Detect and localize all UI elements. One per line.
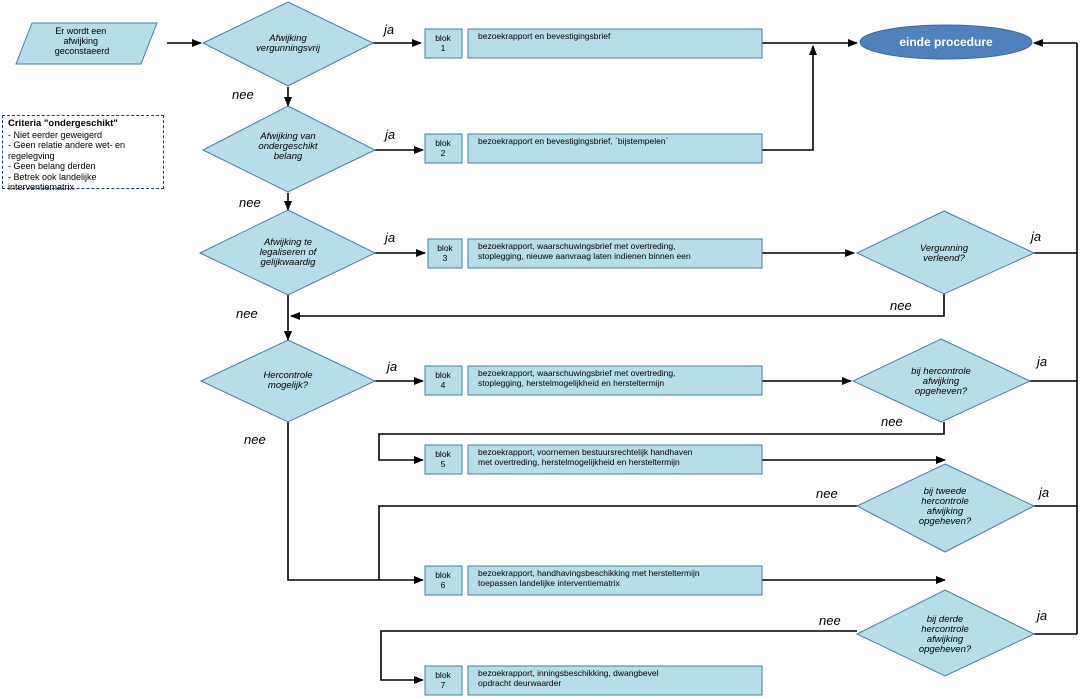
label-ja-v3: ja: [1037, 485, 1049, 500]
criteria-item: - Betrek ook landelijke: [8, 171, 97, 182]
label-ja-v4: ja: [1035, 608, 1047, 623]
label-nee-d2: nee: [239, 195, 261, 210]
branch-labels: ja ja ja ja ja ja ja ja nee nee nee nee …: [232, 22, 1049, 628]
label-ja-d1: ja: [382, 22, 394, 37]
label-nee-d1: nee: [232, 87, 254, 102]
criteria-item: - Geen belang derden: [8, 161, 96, 171]
svg-text:bezoekrapport, waarschuwingsb: bezoekrapport, waarschuwingsbrief met ov…: [478, 368, 676, 388]
svg-text:bezoekrapport, waarschuwingsb: bezoekrapport, waarschuwingsbrief met ov…: [478, 241, 691, 261]
connectors: [167, 39, 1078, 684]
svg-text:bezoekrapport en bevestigings: bezoekrapport en bevestigingsbrief, `bij…: [478, 136, 669, 146]
criteria-title: Criteria "ondergeschikt": [8, 118, 118, 129]
label-ja-d3: ja: [383, 230, 395, 245]
label-nee-d4: nee: [244, 432, 266, 447]
label-nee-v2: nee: [881, 414, 903, 429]
criteria-item: - Niet eerder geweigerd: [8, 129, 103, 140]
end-text: einde procedure: [899, 35, 993, 49]
start-text: Er wordt een afwijking geconstaeerd: [55, 26, 110, 56]
criteria-item: regelegving: [8, 150, 55, 161]
label-ja-d4: ja: [385, 359, 397, 374]
label-ja-v1: ja: [1029, 229, 1041, 244]
arrow-v2-nee: [378, 422, 945, 464]
arrow-v1-nee: [290, 294, 945, 320]
label-ja-d2: ja: [383, 127, 395, 142]
criteria-item: - Geen relatie andere wet- en: [8, 140, 126, 150]
svg-text:bezoekrapport, handhavingsbes: bezoekrapport, handhavingsbeschikking me…: [478, 568, 700, 588]
criteria-item: interventiematrix: [8, 182, 75, 192]
arrow-d4-nee: [287, 422, 424, 584]
label-nee-d3: nee: [236, 306, 258, 321]
arrow-blok2-end: [762, 45, 817, 151]
label-nee-v3: nee: [816, 486, 838, 501]
svg-text:bezoekrapport, voornemen best: bezoekrapport, voornemen bestuursrechtel…: [478, 447, 693, 467]
svg-text:bezoekrapport, inningsbeschik: bezoekrapport, inningsbeschikking, dwang…: [478, 668, 659, 688]
start-node: Er wordt een afwijking geconstaeerd: [15, 22, 158, 65]
label-ja-v2: ja: [1035, 354, 1047, 369]
criteria-box: Criteria "ondergeschikt" - Niet eerder g…: [2, 115, 164, 192]
arrow-v3-nee: [378, 505, 857, 580]
arrow-v4-nee: [380, 630, 857, 684]
end-node: einde procedure: [859, 24, 1033, 60]
label-nee-v1: nee: [890, 298, 912, 313]
label-nee-v4: nee: [819, 613, 841, 628]
svg-text:bezoekrapport en bevestigings: bezoekrapport en bevestigingsbrief: [478, 31, 611, 41]
